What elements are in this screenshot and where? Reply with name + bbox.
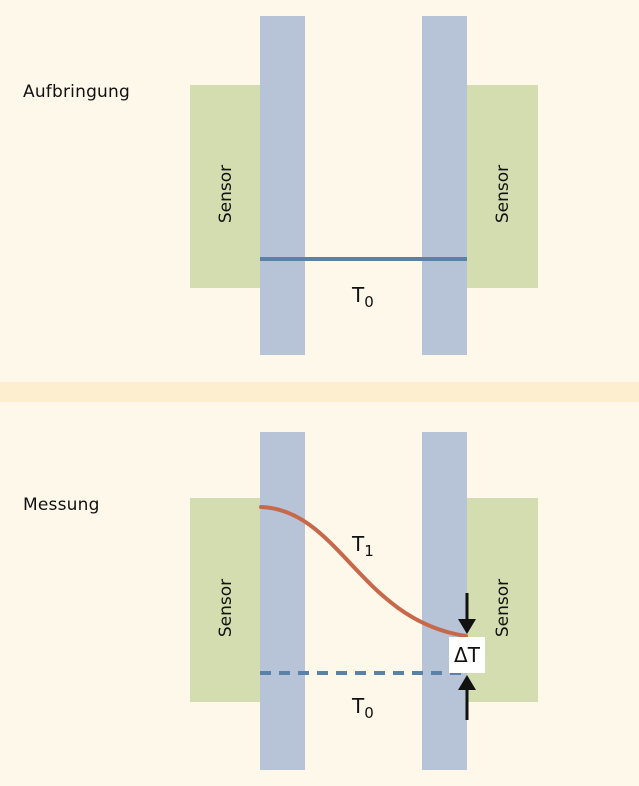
top-sensor-left-label: Sensor: [216, 164, 236, 224]
bottom-sensor-left: [190, 498, 262, 702]
top-bar-right: [422, 16, 467, 355]
bottom-bar-right: [422, 432, 467, 770]
bottom-t0-label: T0: [352, 694, 374, 722]
bottom-t1-curve: [259, 505, 468, 638]
top-section-title: Aufbringung: [23, 82, 130, 102]
top-t0-sub: 0: [364, 293, 374, 311]
top-sensor-left: [190, 85, 262, 288]
bottom-bar-left: [260, 432, 305, 770]
bottom-t1-sub: 1: [364, 542, 374, 560]
bottom-t1-main: T: [352, 532, 365, 556]
bottom-section-title: Messung: [23, 495, 100, 515]
bottom-t0-main: T: [352, 694, 365, 718]
delta-t-label: ΔT: [449, 637, 485, 673]
arrow-down-head: [458, 619, 476, 634]
top-t0-main: T: [352, 283, 365, 307]
top-sensor-right: [466, 85, 538, 288]
top-t0-label: T0: [352, 283, 374, 311]
bottom-t1-label: T1: [352, 532, 374, 560]
bottom-sensor-right-label: Sensor: [493, 578, 513, 638]
top-sensor-right-label: Sensor: [493, 164, 513, 224]
arrow-up-head: [458, 675, 476, 690]
top-bar-left: [260, 16, 305, 355]
bottom-sensor-left-label: Sensor: [216, 578, 236, 638]
section-separator: [0, 382, 639, 402]
bottom-t0-sub: 0: [364, 704, 374, 722]
